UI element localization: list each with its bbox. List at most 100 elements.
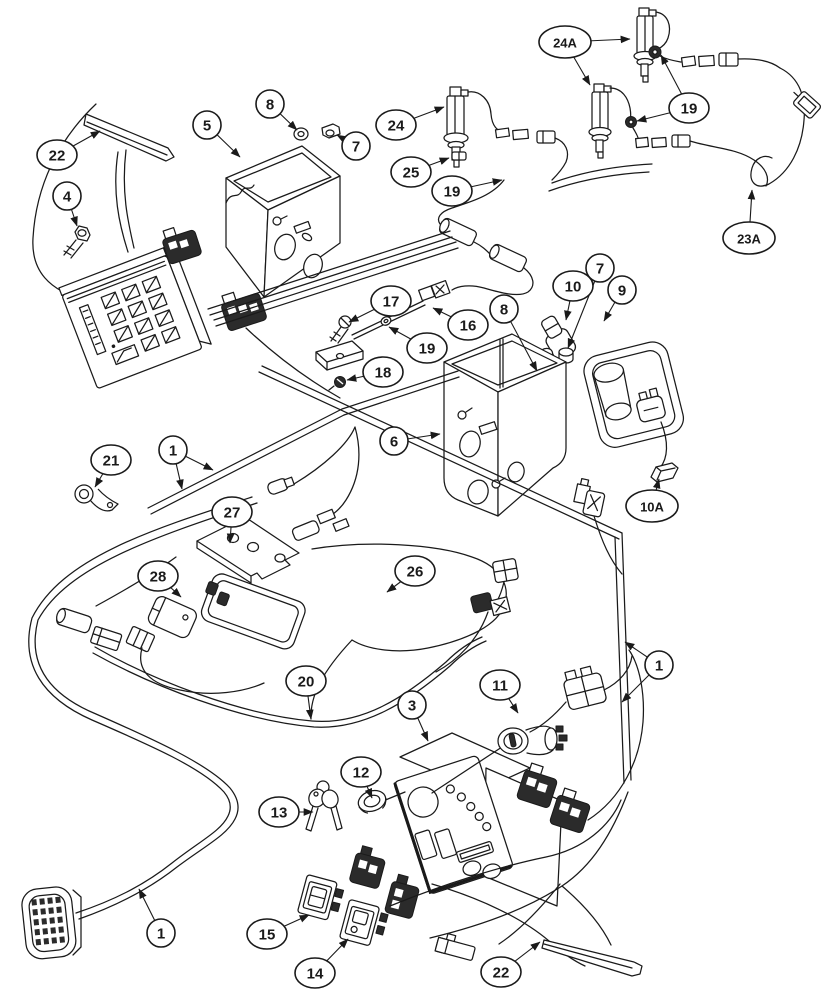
callout-balloon bbox=[479, 669, 521, 701]
callout-label: 12 bbox=[353, 765, 370, 782]
nut bbox=[321, 123, 341, 139]
callout-9: 9 bbox=[607, 275, 637, 305]
callout-label: 16 bbox=[460, 318, 477, 335]
seal-strip-bottom bbox=[541, 939, 643, 977]
callout-label: 10 bbox=[565, 279, 582, 296]
harness-left-sweep bbox=[28, 496, 258, 920]
callout-balloon bbox=[137, 560, 179, 592]
callout-16: 16 bbox=[447, 309, 489, 341]
callout-label: 20 bbox=[298, 674, 315, 691]
callout-24A: 24A bbox=[538, 25, 592, 59]
antenna-rod bbox=[351, 300, 426, 340]
connector-pair bbox=[573, 477, 606, 518]
clip bbox=[650, 462, 679, 483]
diagram-artwork bbox=[21, 7, 821, 977]
callout-25: 25 bbox=[390, 156, 432, 188]
connector bbox=[90, 626, 123, 652]
lamp-lens bbox=[593, 362, 632, 421]
callout-label: 1 bbox=[655, 658, 663, 675]
connector-pair bbox=[418, 280, 451, 302]
pressure-switch-24a-upper bbox=[633, 7, 657, 83]
callout-balloon bbox=[668, 92, 710, 124]
callout-balloon bbox=[625, 489, 679, 523]
p-clamp bbox=[74, 484, 119, 512]
mount-plate-small bbox=[315, 340, 364, 371]
callout-balloons: 22458724251924A1923A1716191881079610A211… bbox=[36, 25, 776, 989]
callout-26: 26 bbox=[394, 555, 436, 587]
callout-18: 18 bbox=[362, 356, 404, 388]
connector-small bbox=[434, 933, 476, 961]
connector-4pin bbox=[563, 665, 607, 710]
callout-label: 24 bbox=[388, 118, 405, 135]
bracket-box-lower bbox=[443, 333, 567, 517]
callout-label: 23A bbox=[737, 232, 761, 247]
callout-balloon bbox=[90, 444, 132, 476]
callout-label: 8 bbox=[500, 302, 508, 319]
connector-plugs bbox=[494, 127, 556, 144]
wire bbox=[593, 515, 623, 575]
callout-balloon bbox=[406, 332, 448, 364]
callout-28: 28 bbox=[137, 560, 179, 592]
pressure-switch-24a-lower bbox=[588, 83, 612, 159]
rivet bbox=[328, 376, 346, 391]
pressure-switch bbox=[443, 86, 469, 168]
callout-7: 7 bbox=[585, 253, 615, 283]
callout-label: 6 bbox=[390, 434, 398, 451]
callout-13: 13 bbox=[258, 796, 300, 828]
rocker-switch bbox=[339, 899, 389, 946]
wire bbox=[655, 11, 671, 50]
callout-label: 21 bbox=[103, 453, 120, 470]
wire bbox=[293, 426, 360, 519]
callout-label: 3 bbox=[408, 698, 416, 715]
callout-label: 7 bbox=[352, 139, 360, 156]
callout-balloon bbox=[341, 131, 371, 161]
mount-plate bbox=[200, 573, 306, 650]
connector-plugs bbox=[634, 134, 691, 149]
connector-dark bbox=[384, 873, 420, 919]
keypad-keys bbox=[100, 275, 181, 366]
callout-label: 14 bbox=[307, 966, 324, 983]
connector-dark bbox=[549, 787, 591, 833]
relay bbox=[147, 596, 197, 639]
callout-label: 24A bbox=[553, 36, 577, 51]
callout-1: 1 bbox=[146, 918, 176, 948]
bolt bbox=[63, 225, 91, 259]
callout-10: 10 bbox=[552, 270, 594, 302]
callout-balloon bbox=[158, 435, 188, 465]
key-set bbox=[305, 780, 343, 832]
wire bbox=[689, 140, 769, 187]
connector-plugs bbox=[291, 508, 350, 541]
ring-terminal bbox=[625, 116, 637, 128]
callout-label: 1 bbox=[157, 926, 165, 943]
callout-balloon bbox=[552, 270, 594, 302]
callout-20: 20 bbox=[285, 665, 327, 697]
callout-label: 17 bbox=[383, 294, 400, 311]
connector-plugs bbox=[680, 52, 739, 68]
switch-panel bbox=[382, 732, 563, 907]
callout-label: 25 bbox=[403, 165, 420, 182]
callout-3: 3 bbox=[397, 690, 427, 720]
callout-label: 8 bbox=[266, 97, 274, 114]
seal-strip-top bbox=[83, 113, 175, 162]
callout-balloon bbox=[146, 918, 176, 948]
wire-curves bbox=[548, 163, 653, 192]
bracket-box-upper bbox=[225, 145, 341, 298]
rocker-switch bbox=[297, 874, 345, 921]
callout-23A: 23A bbox=[722, 221, 776, 255]
callout-balloon bbox=[585, 253, 615, 283]
callout-22: 22 bbox=[36, 139, 78, 171]
wire bbox=[551, 137, 569, 181]
ignition-switch bbox=[497, 725, 568, 756]
callout-label: 7 bbox=[596, 261, 604, 278]
callout-balloon bbox=[340, 756, 382, 788]
callout-balloon bbox=[489, 294, 519, 324]
wire-loop-23a bbox=[750, 67, 821, 187]
wire bbox=[609, 87, 632, 120]
harness-run bbox=[147, 230, 632, 784]
callout-label: 26 bbox=[407, 564, 424, 581]
callout-balloon bbox=[211, 496, 253, 528]
callout-balloon bbox=[36, 139, 78, 171]
wire bbox=[245, 327, 341, 399]
connector-dark bbox=[162, 227, 202, 265]
callout-label: 18 bbox=[375, 365, 392, 382]
